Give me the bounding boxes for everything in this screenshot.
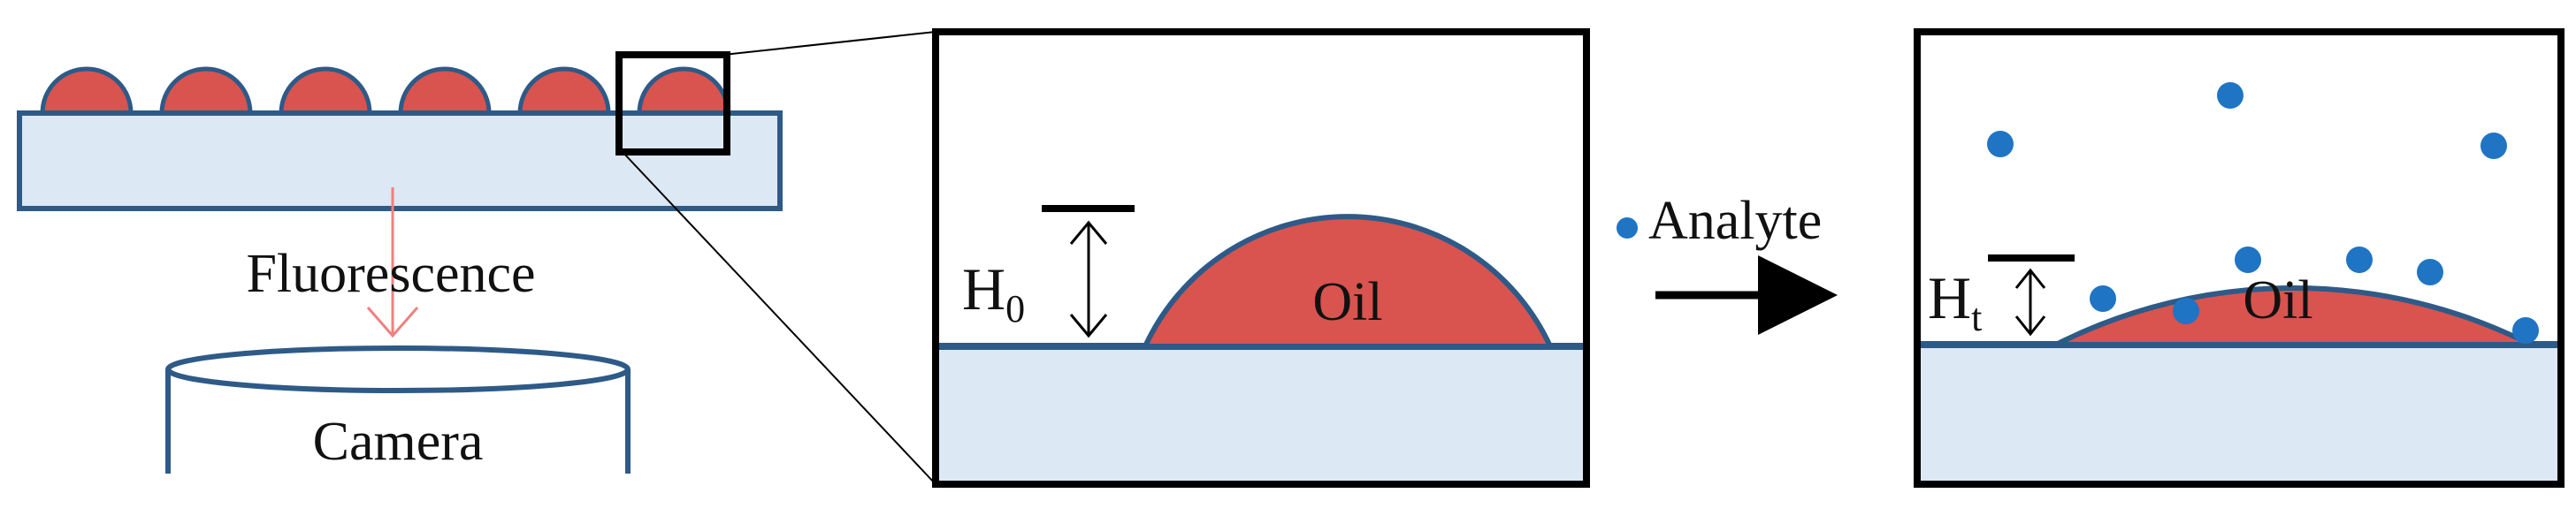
droplet	[279, 66, 372, 116]
zoom-line-top	[722, 31, 936, 56]
ht-double-arrow	[2014, 268, 2046, 337]
analyte-legend-dot	[1617, 217, 1638, 239]
analyte-particles	[1987, 82, 2539, 344]
droplet-array	[40, 66, 730, 116]
analyte-particle	[2512, 317, 2539, 344]
analyte-particle	[2217, 82, 2243, 109]
oil-label-before: Oil	[1312, 272, 1382, 332]
analyte-particle	[2346, 247, 2373, 273]
substrate-slab	[17, 110, 783, 211]
zoom-box	[615, 51, 730, 156]
oil-droplet-before	[1141, 214, 1555, 349]
h0-label: H0	[962, 255, 1025, 330]
oil-label-after: Oil	[2243, 270, 2312, 330]
analyte-particle	[1987, 131, 2014, 157]
fluorescence-label: Fluorescence	[246, 244, 535, 304]
droplet	[398, 66, 492, 116]
h0-sub: 0	[1005, 287, 1025, 330]
camera-icon	[165, 345, 631, 474]
before-frame	[932, 28, 1590, 488]
analyte-particle	[2480, 133, 2507, 159]
droplet-after-panel: Oil Ht	[1914, 28, 2565, 488]
camera-label: Camera	[313, 412, 484, 472]
ht-label: Ht	[1928, 264, 1982, 339]
analyte-legend: Analyte	[1617, 191, 1822, 251]
droplet	[517, 66, 611, 116]
analyte-particle	[2173, 298, 2199, 324]
droplet	[159, 66, 253, 116]
h0-main: H	[962, 255, 1005, 322]
analyte-particle	[2417, 259, 2443, 285]
zoom-line-bottom	[622, 151, 936, 485]
droplet	[637, 66, 730, 116]
oil-droplet-after	[2054, 285, 2533, 347]
analyte-particle	[2235, 247, 2261, 273]
h0-double-arrow	[1069, 220, 1108, 338]
analyte-label: Analyte	[1648, 191, 1822, 251]
fluorescence-arrow	[366, 187, 419, 338]
droplet-before-panel: Oil H0	[932, 28, 1590, 488]
after-frame	[1914, 28, 2565, 488]
ht-sub: t	[1971, 296, 1982, 339]
sensor-array-panel: Fluorescence Camera	[17, 31, 936, 485]
droplet	[40, 66, 134, 116]
substrate-after	[1917, 345, 2561, 484]
substrate-before	[936, 346, 1586, 484]
analyte-particle	[2090, 285, 2116, 312]
ht-main: H	[1928, 264, 1971, 331]
